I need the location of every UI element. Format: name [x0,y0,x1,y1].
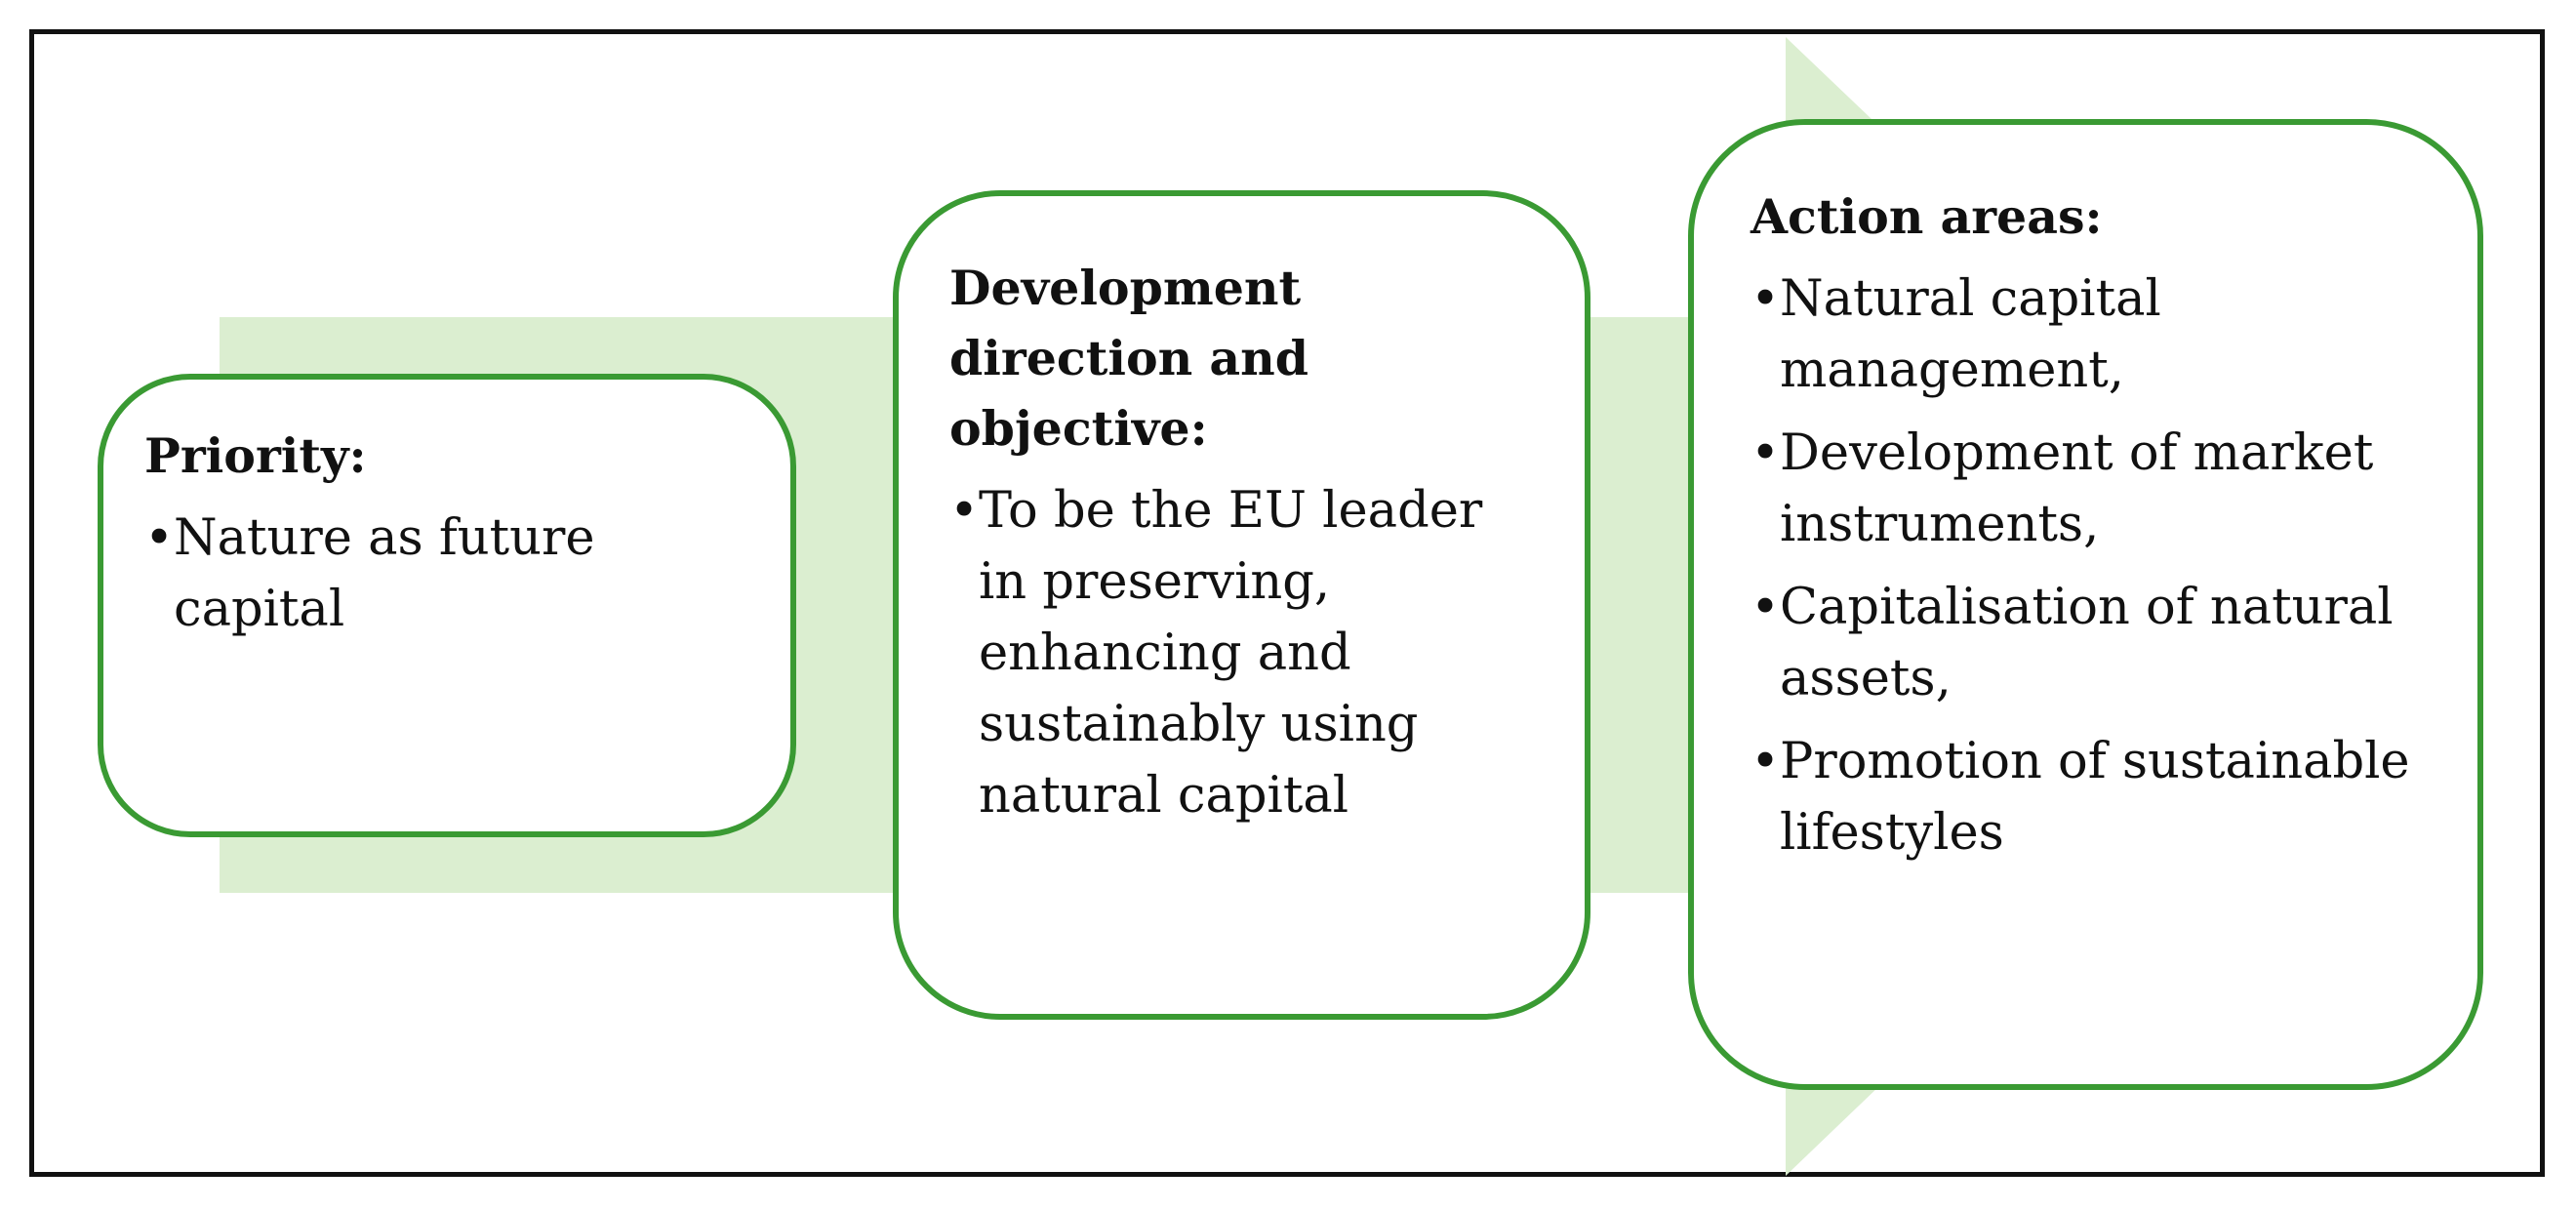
bullet-icon: • [1751,424,1781,482]
action-item-text: Development of market instruments, [1780,424,2374,553]
development-box: Development direction and objective: •To… [893,190,1590,1020]
development-title: Development direction and objective: [949,260,1308,457]
list-item: •Natural capital management, [1751,263,2438,406]
list-item: •Development of market instruments, [1751,418,2438,560]
bullet-icon: • [144,509,175,567]
bullet-icon: • [949,482,980,540]
list-item: •Nature as future capital [144,503,732,645]
action-areas-title: Action areas: [1751,188,2103,245]
bullet-icon: • [1751,270,1781,328]
list-item: •To be the EU leader in preserving, enha… [949,475,1540,831]
bullet-icon: • [1751,733,1781,790]
development-list: •To be the EU leader in preserving, enha… [949,475,1540,831]
development-item-text: To be the EU leader in preserving, enhan… [979,482,1483,825]
priority-list: •Nature as future capital [144,503,732,645]
action-areas-box: Action areas: •Natural capital managemen… [1688,119,2483,1090]
action-areas-list: •Natural capital management, •Developmen… [1751,263,2438,868]
bullet-icon: • [1751,579,1781,636]
list-item: •Capitalisation of natural assets, [1751,572,2438,714]
priority-title: Priority: [144,427,367,484]
action-item-text: Promotion of sustainable lifestyles [1780,733,2410,862]
action-item-text: Natural capital management, [1780,270,2161,399]
priority-item-text: Nature as future capital [174,509,595,638]
list-item: •Promotion of sustainable lifestyles [1751,726,2438,868]
action-item-text: Capitalisation of natural assets, [1780,579,2394,707]
priority-box: Priority: •Nature as future capital [98,374,796,837]
